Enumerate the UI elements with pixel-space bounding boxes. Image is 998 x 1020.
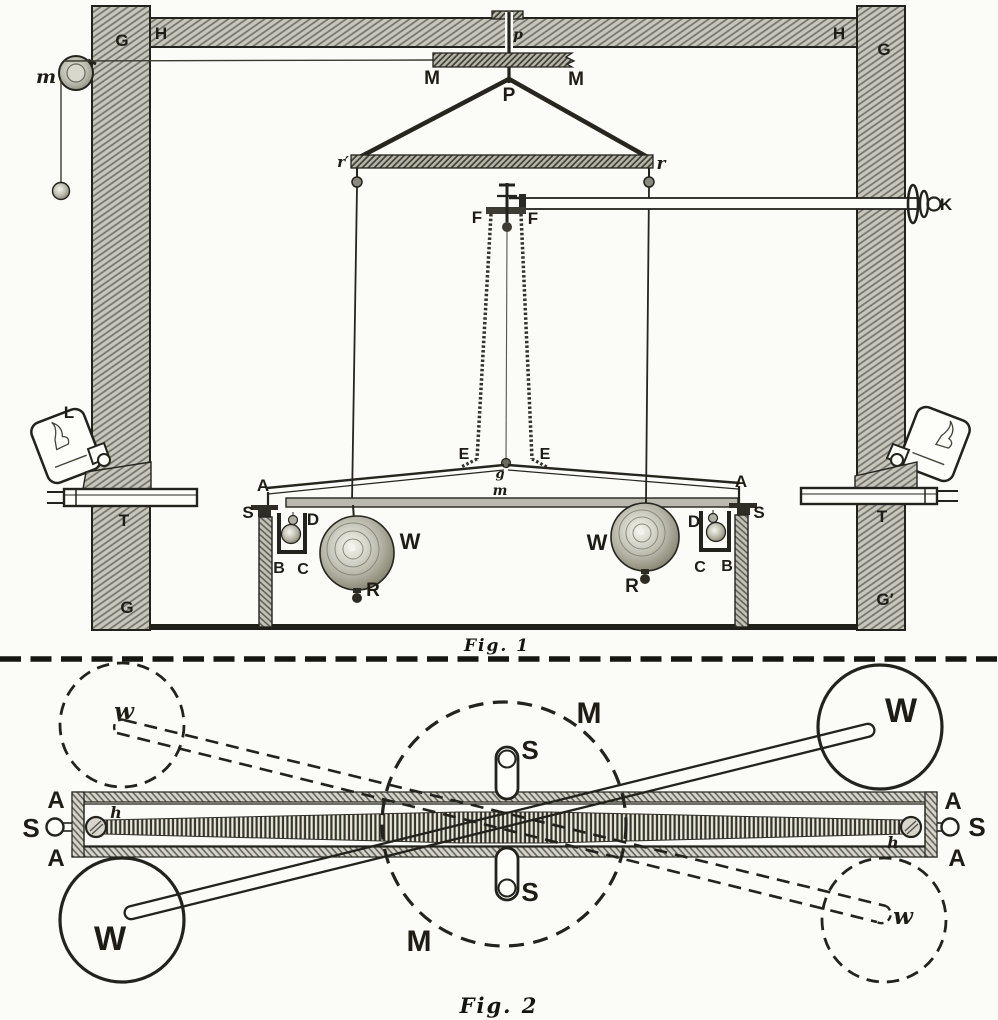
label-plate-m-left: M (424, 68, 440, 89)
label-telescope-t-right: T (877, 507, 888, 526)
alt-mass-circle-top-left (58, 661, 186, 789)
label-rider-r-left: R (366, 580, 380, 601)
balance-arm (266, 457, 741, 508)
stop-pin-bottom (494, 846, 520, 902)
outer-knobs (45, 817, 960, 837)
right-sphere-w (610, 498, 680, 584)
lever-arm-dashed (112, 718, 892, 925)
left-stop-assembly (251, 505, 307, 628)
label-h-left: H (155, 24, 167, 43)
label-a-left-bottom: A (47, 845, 64, 872)
right-column (856, 5, 906, 631)
label-h-right: H (833, 24, 845, 43)
label-s-far-right: S (968, 812, 985, 842)
label-w-large-top-right: W (885, 692, 918, 730)
suspension-head (354, 10, 653, 161)
label-g-top-right: G (877, 40, 890, 59)
label-rider-d-right: D (688, 512, 700, 531)
left-lens (97, 453, 111, 467)
plumb-line (505, 231, 508, 461)
label-w-large-bottom-left: W (94, 920, 127, 958)
label-rider-d-left: D (307, 510, 319, 529)
figure-2-caption: Fig. 2 (459, 993, 539, 1018)
pointer-tower (460, 183, 548, 469)
label-telescope-t-left: T (119, 511, 130, 530)
label-suspension-p: p (513, 27, 523, 43)
label-b-right: B (721, 558, 733, 575)
knob-k (926, 196, 942, 212)
label-s-pin-bottom: S (521, 877, 538, 907)
label-g-bottom-left: G (120, 598, 133, 617)
label-g-top-left: G (115, 31, 128, 50)
label-sphere-w-left: W (400, 529, 421, 554)
left-sphere-w (319, 504, 395, 603)
label-arm-a-left: A (257, 476, 269, 495)
top-beam (149, 17, 858, 48)
right-rider-ball (705, 521, 727, 543)
label-h-left: h (110, 803, 122, 822)
mass-circle-top-right (816, 663, 944, 791)
beam-end-ball-right (899, 815, 923, 839)
right-hanger-wire (645, 186, 650, 503)
beam-end-ball-left (84, 815, 108, 839)
label-w-small-top-left: w (114, 698, 135, 725)
label-center-g: g (495, 467, 504, 482)
label-stirrup-r-left: r′ (337, 153, 349, 171)
label-sphere-w-right: W (587, 530, 608, 555)
small-weight-ball (51, 181, 71, 201)
figure-2: w W M M S S A A S h h A A S W w Fig. 2 (22, 661, 986, 1018)
lever-arm-solid (123, 722, 876, 921)
label-a-right-top: A (944, 788, 961, 815)
right-lens (890, 453, 904, 467)
label-m-bottom: M (407, 925, 432, 958)
plumb-bob (502, 222, 512, 232)
label-fork-f-right: F (528, 209, 538, 228)
alt-mass-circle-bottom-right (820, 856, 948, 984)
label-plate-m-right: M (568, 69, 584, 90)
label-stirrup-r-right: r (657, 154, 667, 174)
label-lamp-l: L (64, 403, 74, 422)
label-stop-s-left: S (242, 503, 253, 522)
suspension-wire (63, 59, 434, 62)
adjusting-rod-k (509, 183, 942, 225)
ground-line (150, 624, 857, 630)
right-stop-assembly (699, 503, 757, 628)
figure-1-caption: Fig. 1 (463, 636, 530, 656)
label-b-left: B (273, 560, 285, 577)
label-center-m: m (493, 483, 508, 499)
label-g-bottom-right: G′ (876, 590, 893, 609)
label-c-right: C (694, 559, 706, 576)
left-lamp (30, 407, 152, 490)
label-w-small-bottom-right: w (893, 903, 914, 930)
counterweight-pulley (51, 55, 434, 201)
stop-pin-top (494, 745, 520, 801)
turntable-circle-m (380, 700, 628, 948)
label-c-left: C (297, 561, 309, 578)
torsion-head-plate (432, 52, 576, 68)
left-column (91, 5, 151, 631)
left-telescope (47, 487, 199, 508)
label-stop-s-right: S (753, 503, 764, 522)
stirrup-crossbar (350, 154, 655, 503)
label-apex-p: P (503, 85, 516, 106)
label-fork-f-left: F (472, 208, 482, 227)
label-h-right: h (887, 833, 899, 852)
label-rider-r-right: R (625, 576, 639, 597)
label-a-right-bottom: A (948, 845, 965, 872)
label-e-right: E (540, 446, 551, 463)
left-hanger-wire (351, 186, 358, 503)
label-pulley-weight-m: m (36, 66, 56, 88)
right-telescope (799, 486, 958, 506)
label-m-top: M (577, 697, 602, 730)
label-adjuster-k: K (940, 195, 953, 214)
label-s-far-left: S (22, 813, 39, 843)
figure-1: G H H G m p M M P r′ r K F F L T T E E g… (30, 5, 971, 656)
mass-circle-bottom-left (58, 856, 186, 984)
left-rider-ball (280, 523, 302, 545)
label-e-left: E (459, 446, 470, 463)
label-s-pin-top: S (521, 735, 538, 765)
label-arm-a-right: A (735, 472, 747, 491)
label-a-left-top: A (47, 787, 64, 814)
